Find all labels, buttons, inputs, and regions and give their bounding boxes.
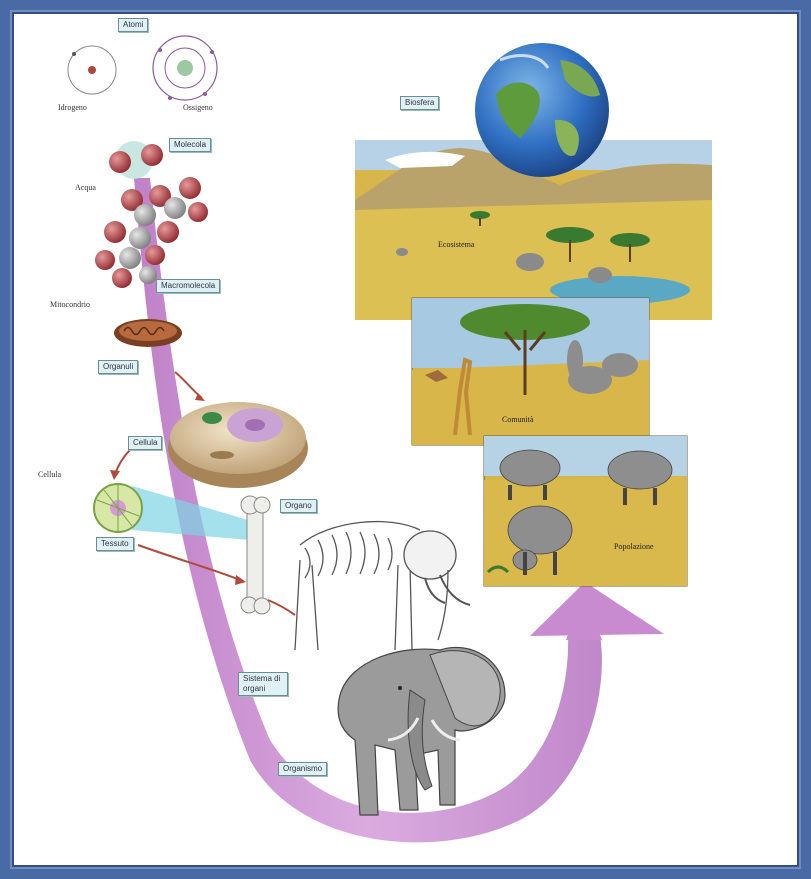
label-oxygen: Ossigeno (183, 103, 213, 112)
hydrogen-atom (68, 46, 116, 94)
label-organelles: Organuli (98, 360, 138, 374)
biosphere-globe (475, 43, 609, 177)
hierarchy-arrow-head (530, 582, 664, 636)
water-molecule (109, 141, 163, 179)
label-hydrogen: Idrogeno (58, 103, 87, 112)
label-ecosystem: Ecosistema (438, 240, 474, 249)
label-population: Popolazione (614, 542, 654, 551)
population-panel (484, 436, 687, 586)
elephant-skeleton (295, 522, 470, 650)
label-molecule: Molecola (169, 138, 211, 152)
label-biosphere: Biosfera (400, 96, 439, 110)
label-organism: Organismo (278, 762, 327, 776)
label-organ-system: Sistema di organi (238, 672, 288, 696)
label-atoms: Atomi (118, 18, 148, 32)
elephant-organism (338, 647, 505, 815)
animal-cell (168, 402, 308, 488)
label-water: Acqua (75, 183, 96, 192)
organ-arrow (268, 600, 295, 615)
label-tissue: Tessuto (96, 537, 134, 551)
tissue-sample (94, 484, 142, 532)
label-macromolecule: Macromolecola (156, 279, 220, 293)
label-organ: Organo (280, 499, 317, 513)
label-mitochondrion: Mitocondrio (50, 300, 90, 309)
label-community: Comunità (502, 415, 534, 424)
mitochondrion (114, 319, 182, 347)
label-cell-box: Cellula (128, 436, 162, 450)
cell-arrow (115, 450, 130, 474)
label-cell: Cellula (38, 470, 61, 479)
bone-organ (241, 496, 270, 614)
oxygen-atom (153, 36, 217, 100)
